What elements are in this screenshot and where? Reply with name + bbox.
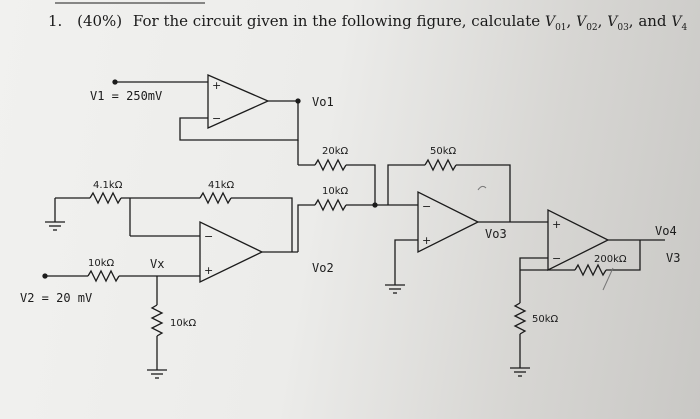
resistor-200k [574,263,607,277]
conjunction: , and [628,12,667,30]
question-text: 1. (40%) For the circuit given in the fo… [48,12,688,33]
wire-fb-out [456,164,511,222]
vo4-label: Vo4 [655,224,677,238]
question-number: 1. [48,12,63,30]
label-10k-gnd: 10kΩ [170,318,197,329]
opamp4-minus: − [552,252,561,265]
opamp1-plus: + [212,79,221,92]
opamp-4 [547,208,610,272]
vo4-symbol: V4 [671,14,688,33]
label-50k-gnd: 50kΩ [532,314,559,325]
label-50k-fb: 50kΩ [430,146,457,157]
label-4k1: 4.1kΩ [93,180,123,191]
resistor-41k [199,191,232,205]
question-prompt: For the circuit given in the following f… [132,12,541,30]
wire-200k-out [606,240,641,271]
wire-41k-feedback [231,197,293,252]
v2-terminal [42,273,48,279]
resistor-20k [314,158,347,172]
wire-to-50k-fb [387,164,425,205]
v1-label: V1 = 250mV [90,89,162,103]
vo2-symbol: V02 [576,14,598,33]
resistor-10k-gnd [150,304,164,337]
wire-sum-node [346,164,376,206]
vo1-label: Vo1 [312,95,334,109]
resistor-4k1 [89,191,122,205]
vo3-symbol: V03 [607,14,629,33]
vx-label: Vx [150,257,164,271]
label-200k: 200kΩ [594,254,627,265]
v2-label: V2 = 20 mV [20,291,92,305]
separator: , [566,12,572,30]
opamp3-minus: − [422,200,431,213]
vo2-label: Vo2 [312,261,334,275]
label-20k: 20kΩ [322,146,349,157]
vo3-label: Vo3 [485,227,507,241]
opamp2-minus: − [204,230,213,243]
label-10k-sum: 10kΩ [322,186,349,197]
vo1-symbol: V01 [544,14,567,33]
separator: , [597,12,603,30]
label-41k: 41kΩ [208,180,235,191]
resistor-50k-fb [424,158,457,172]
resistor-10k-in [87,269,120,283]
opamp1-minus: − [212,112,221,125]
opamp2-plus: + [204,264,213,277]
opamp-1 [207,74,270,130]
pencil-stroke [602,267,614,291]
label-10k-in: 10kΩ [88,258,115,269]
pencil-mark [477,185,487,191]
wire-noninv-3 [394,239,418,285]
wire-vo2-up [297,204,315,252]
resistor-10k-sum [314,198,347,212]
opamp4-plus: + [552,218,561,231]
v3-label: V3 [666,251,680,265]
question-weight: (40%) [77,12,123,30]
v1-terminal [112,79,118,85]
wire-inv-4 [519,257,548,303]
opamp-3 [417,190,480,254]
resistor-50k-gnd [513,302,527,335]
opamp-2 [199,220,264,284]
follower-feedback [179,101,299,141]
opamp3-plus: + [422,234,431,247]
